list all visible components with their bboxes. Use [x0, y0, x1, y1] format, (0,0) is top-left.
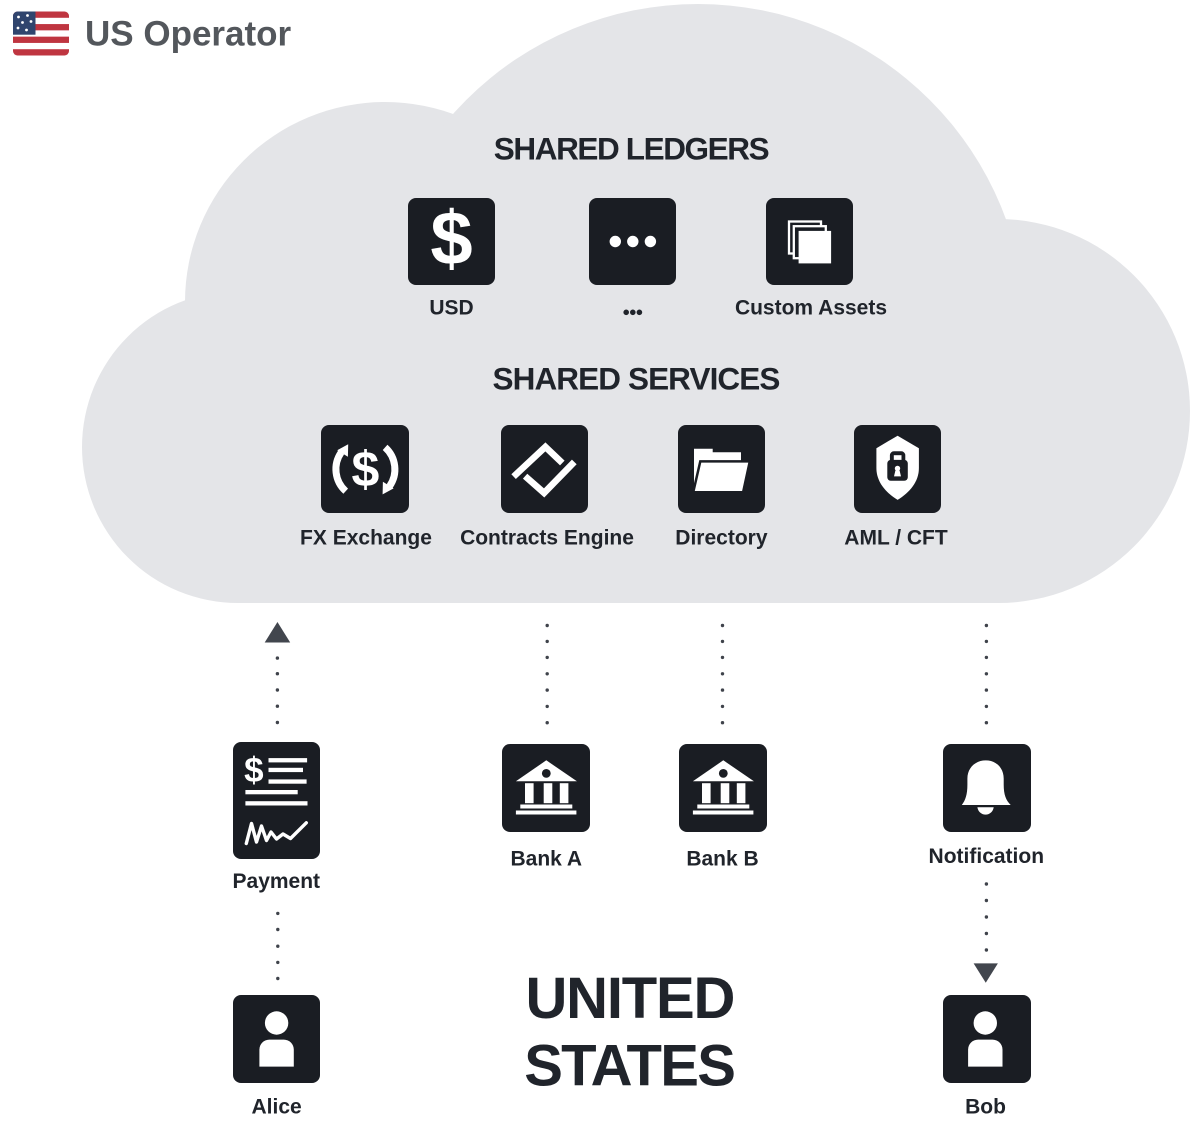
svg-text:Payment: Payment — [233, 870, 321, 893]
svg-text:Bob: Bob — [965, 1096, 1006, 1119]
svg-text:SHARED SERVICES: SHARED SERVICES — [493, 361, 780, 397]
svg-text:Custom Assets: Custom Assets — [735, 297, 887, 320]
svg-text:FX Exchange: FX Exchange — [300, 527, 432, 550]
svg-text:Alice: Alice — [251, 1096, 301, 1119]
svg-text:Directory: Directory — [675, 527, 768, 550]
svg-text:Notification: Notification — [929, 845, 1045, 868]
svg-text:$: $ — [351, 442, 379, 498]
svg-text:Contracts Engine: Contracts Engine — [460, 527, 634, 550]
svg-text:$: $ — [430, 197, 472, 282]
svg-text:$: $ — [244, 751, 263, 790]
svg-text:STATES: STATES — [524, 1033, 734, 1098]
svg-text:SHARED LEDGERS: SHARED LEDGERS — [494, 131, 769, 167]
svg-text:US Operator: US Operator — [85, 15, 292, 54]
svg-text:Bank A: Bank A — [511, 848, 583, 871]
svg-text:AML / CFT: AML / CFT — [844, 527, 948, 550]
svg-text:Bank B: Bank B — [686, 848, 758, 871]
svg-text:UNITED: UNITED — [525, 966, 734, 1031]
svg-text:USD: USD — [429, 297, 473, 320]
